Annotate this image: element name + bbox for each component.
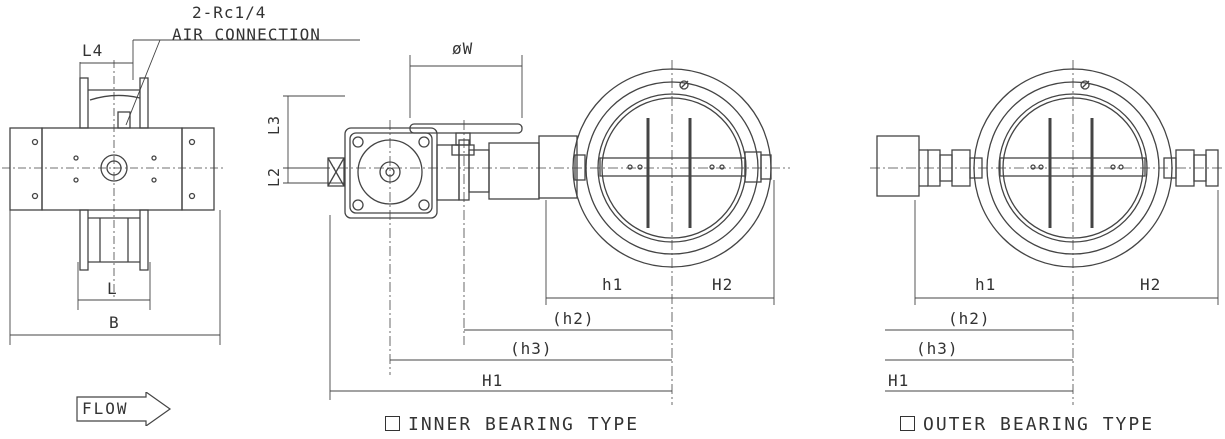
l2-label: L2 <box>265 166 284 188</box>
checkbox-icon <box>385 416 400 431</box>
outer-h2-label: (h2) <box>948 309 991 328</box>
outer-caption-text: OUTER BEARING TYPE <box>923 414 1155 435</box>
inner-h1-label: h1 <box>602 275 624 294</box>
flow-arrow: FLOW <box>76 392 172 426</box>
outer-h1-label: h1 <box>975 275 997 294</box>
l4-label: L4 <box>82 41 104 60</box>
inner-caption-text: INNER BEARING TYPE <box>408 414 640 435</box>
phi-w-label: øW <box>452 39 474 58</box>
side-view-actuator <box>9 77 215 271</box>
l-label: L <box>107 279 118 298</box>
air-connection-label: AIR CONNECTION <box>172 25 321 44</box>
flow-label: FLOW <box>82 399 129 418</box>
arrow-right-icon <box>76 392 172 426</box>
inner-H1-label: H1 <box>482 371 504 390</box>
l3-label: L3 <box>265 114 284 136</box>
outer-H2-label: H2 <box>1140 275 1162 294</box>
inner-h2-label: (h2) <box>552 309 595 328</box>
outer-h3-label: (h3) <box>916 339 959 358</box>
outer-H1-label: H1 <box>888 371 910 390</box>
inner-H2-label: H2 <box>712 275 734 294</box>
inner-bearing-caption: INNER BEARING TYPE <box>385 416 639 434</box>
rc-label: 2-Rc1/4 <box>192 3 267 22</box>
inner-h3-label: (h3) <box>510 339 553 358</box>
outer-bearing-caption: OUTER BEARING TYPE <box>900 416 1154 434</box>
checkbox-icon <box>900 416 915 431</box>
b-label: B <box>109 313 120 332</box>
